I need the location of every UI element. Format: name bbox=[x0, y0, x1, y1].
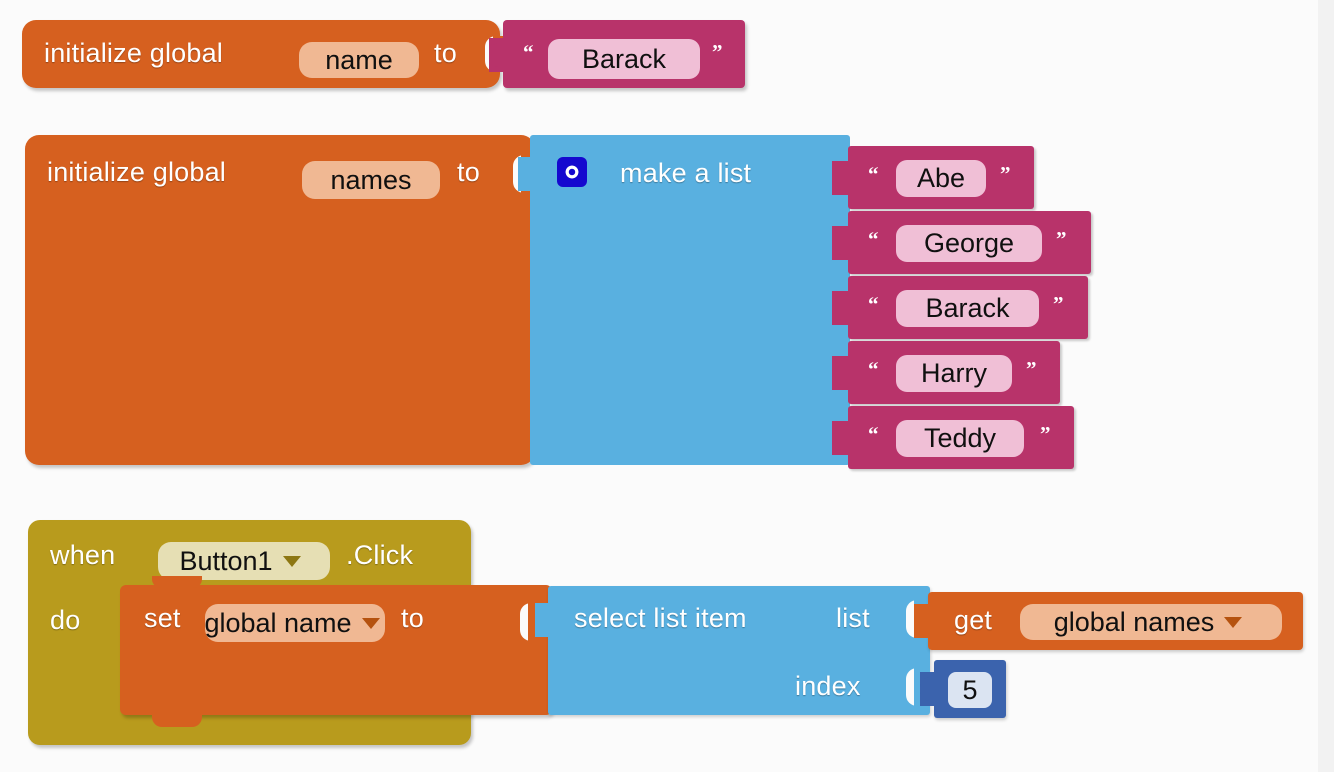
plug-left bbox=[489, 38, 508, 72]
workspace-right-gutter bbox=[1318, 0, 1334, 772]
field-list-item-value: Barack bbox=[925, 293, 1010, 323]
field-component-dropdown[interactable]: Button1 bbox=[158, 542, 330, 580]
close-quote: ” bbox=[1040, 422, 1051, 446]
bottom-notch bbox=[152, 713, 202, 727]
plug-left bbox=[832, 421, 851, 455]
plug-left bbox=[832, 291, 851, 325]
field-list-item-value: Harry bbox=[921, 358, 987, 388]
plug-make-a-list bbox=[518, 157, 537, 191]
block-select-list-item[interactable]: select list item list index bbox=[535, 586, 930, 715]
gear-icon[interactable] bbox=[557, 157, 587, 187]
field-list-item-value: Abe bbox=[916, 163, 966, 193]
plug-left bbox=[832, 356, 851, 390]
field-set-variable-name: global name bbox=[204, 607, 352, 638]
field-number-text: 5 bbox=[962, 674, 978, 705]
top-notch bbox=[152, 576, 202, 588]
label-select-list-item: select list item bbox=[574, 603, 747, 633]
plug-number bbox=[920, 672, 939, 706]
field-number-value[interactable]: 5 bbox=[948, 672, 992, 708]
plug-select-list-item bbox=[535, 603, 554, 637]
field-component-name: Button1 bbox=[179, 545, 273, 576]
label-set-to: to bbox=[401, 603, 424, 633]
field-text-value[interactable]: Barack bbox=[548, 39, 700, 79]
label-to: to bbox=[434, 38, 457, 68]
label-get: get bbox=[954, 605, 993, 635]
block-number-index[interactable]: 5 bbox=[920, 660, 1006, 718]
block-text-barack[interactable]: “ Barack ” bbox=[489, 20, 745, 88]
close-quote: ” bbox=[712, 40, 723, 64]
field-list-item-text[interactable]: Harry bbox=[896, 355, 1012, 392]
plug-left bbox=[832, 226, 851, 260]
close-quote: ” bbox=[1053, 292, 1064, 316]
field-get-variable-name: global names bbox=[1053, 606, 1215, 637]
open-quote: “ bbox=[523, 40, 534, 64]
field-set-variable-dropdown[interactable]: global name bbox=[204, 604, 385, 642]
list-item[interactable]: “ Harry ” bbox=[832, 341, 1060, 404]
field-list-item-text[interactable]: Barack bbox=[896, 290, 1039, 327]
field-variable-name[interactable]: name bbox=[299, 42, 419, 78]
block-get-global-names[interactable]: get global names bbox=[914, 592, 1303, 650]
list-item[interactable]: “ Teddy ” bbox=[832, 406, 1074, 469]
chevron-down-icon bbox=[1224, 616, 1243, 628]
chevron-down-icon bbox=[361, 617, 380, 629]
block-make-a-list[interactable]: make a list bbox=[518, 135, 850, 465]
field-list-item-text[interactable]: George bbox=[896, 225, 1042, 262]
field-variable-names[interactable]: names bbox=[302, 161, 440, 199]
label-make-a-list: make a list bbox=[620, 158, 752, 188]
plug-left bbox=[832, 161, 851, 195]
list-item[interactable]: “ Abe ” bbox=[832, 146, 1034, 209]
gear-icon-glyph bbox=[564, 164, 580, 180]
open-quote: “ bbox=[868, 422, 879, 446]
field-variable-names-text: names bbox=[330, 164, 412, 195]
close-quote: ” bbox=[1056, 227, 1067, 251]
label-initialize-global-names: initialize global bbox=[47, 157, 227, 187]
block-initialize-global-names[interactable]: initialize global names to bbox=[25, 135, 535, 465]
field-list-item-value: Teddy bbox=[923, 423, 997, 453]
field-text-value-text: Barack bbox=[581, 43, 667, 74]
field-list-item-text[interactable]: Abe bbox=[896, 160, 986, 197]
plug-get bbox=[914, 604, 933, 638]
label-do: do bbox=[50, 605, 81, 635]
label-event-name: .Click bbox=[346, 540, 414, 570]
open-quote: “ bbox=[868, 227, 879, 251]
label-list-socket: list bbox=[836, 603, 870, 633]
label-to-2: to bbox=[457, 157, 480, 187]
field-list-item-text[interactable]: Teddy bbox=[896, 420, 1024, 457]
block-set-global-name[interactable]: set global name to bbox=[120, 576, 552, 727]
field-variable-name-text: name bbox=[325, 44, 393, 75]
list-item[interactable]: “ George ” bbox=[832, 211, 1091, 274]
close-quote: ” bbox=[1026, 357, 1037, 381]
label-when: when bbox=[50, 540, 116, 570]
label-initialize-global: initialize global bbox=[44, 38, 224, 68]
open-quote: “ bbox=[868, 357, 879, 381]
list-item[interactable]: “ Barack ” bbox=[832, 276, 1088, 339]
field-get-variable-dropdown[interactable]: global names bbox=[1020, 604, 1282, 640]
block-initialize-global-name[interactable]: initialize global name to bbox=[22, 20, 505, 88]
close-quote: ” bbox=[1000, 162, 1011, 186]
field-list-item-value: George bbox=[923, 228, 1015, 258]
label-set: set bbox=[144, 603, 181, 633]
label-index-socket: index bbox=[795, 671, 861, 701]
open-quote: “ bbox=[868, 162, 879, 186]
chevron-down-icon bbox=[282, 555, 301, 567]
open-quote: “ bbox=[868, 292, 879, 316]
